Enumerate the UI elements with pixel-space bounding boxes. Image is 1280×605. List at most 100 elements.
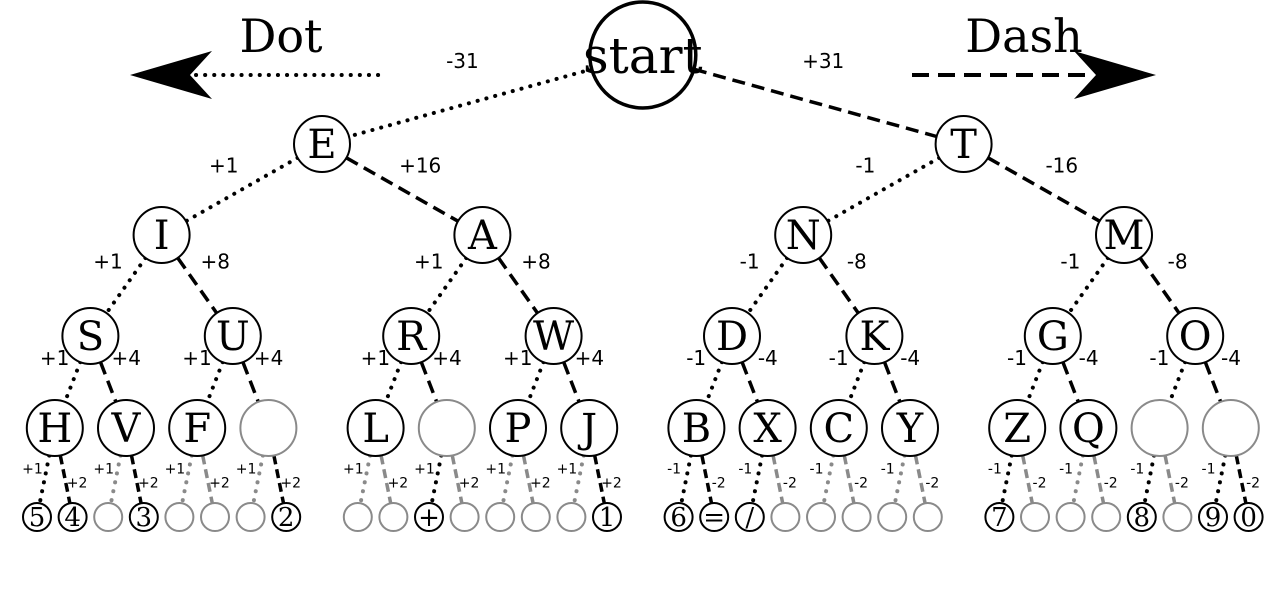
edge-weight-X: -4 bbox=[758, 346, 778, 370]
node-label-c7: 7 bbox=[991, 503, 1008, 533]
left-arrow-icon bbox=[130, 51, 212, 99]
edge-weight-L: +1 bbox=[361, 346, 390, 370]
edge-M-O-dash bbox=[1138, 256, 1181, 315]
node-circle-c0 bbox=[1233, 502, 1264, 532]
edge-T-M-dash bbox=[987, 156, 1101, 223]
node-circle-fdash bbox=[200, 502, 230, 532]
node-R: R bbox=[382, 307, 441, 365]
edge-weight-vdot: +1 bbox=[93, 461, 114, 477]
edge-weight-jdot: +1 bbox=[557, 461, 578, 477]
node-c4: 4 bbox=[57, 502, 88, 533]
right-arrow-icon bbox=[1074, 51, 1156, 99]
edge-B-ceq-dash bbox=[700, 455, 714, 504]
edge-weight-c1: +2 bbox=[601, 475, 622, 491]
node-ldot bbox=[342, 502, 373, 532]
node-E: E bbox=[293, 115, 351, 173]
node-label-T: T bbox=[950, 122, 977, 168]
edge-weight-uedot: +1 bbox=[236, 461, 257, 477]
dot-direction-label: Dot bbox=[239, 9, 323, 63]
edge-weight-H: +1 bbox=[40, 346, 69, 370]
edge-F-fdot-dot bbox=[180, 453, 194, 506]
node-U: U bbox=[203, 307, 262, 365]
node-circle-Q bbox=[1059, 399, 1118, 457]
node-label-S: S bbox=[77, 314, 104, 360]
edge-weight-G: -1 bbox=[1060, 250, 1080, 274]
edge-E-I-dot bbox=[184, 155, 300, 224]
edge-Q-qdot-dot bbox=[1071, 453, 1085, 506]
edge-Oempty1-o1dash-dash bbox=[1163, 455, 1177, 504]
node-K: K bbox=[845, 307, 904, 365]
node-label-root: start bbox=[583, 27, 703, 85]
node-circle-c6 bbox=[663, 502, 694, 532]
node-c1: 1 bbox=[592, 502, 622, 533]
node-label-R: R bbox=[396, 314, 428, 360]
node-A: A bbox=[453, 206, 512, 264]
edge-X-xdash-dash bbox=[771, 455, 785, 504]
edge-weight-xdash: -2 bbox=[783, 475, 797, 491]
edge-weight-c7: -1 bbox=[988, 461, 1002, 477]
node-c2: 2 bbox=[271, 502, 302, 533]
node-B: B bbox=[667, 399, 726, 457]
node-circle-Oempty2 bbox=[1201, 399, 1260, 457]
node-circle-qdot bbox=[1055, 502, 1086, 532]
node-circle-zdash bbox=[1020, 502, 1050, 532]
start-node: start bbox=[583, 0, 703, 110]
node-label-K: K bbox=[859, 314, 890, 360]
node-circle-uedot bbox=[235, 502, 266, 532]
edge-A-R-dot bbox=[425, 255, 469, 316]
node-circle-F bbox=[168, 399, 227, 457]
edge-D-X-dash bbox=[740, 361, 760, 403]
edge-weight-o1dash: -2 bbox=[1175, 475, 1189, 491]
edge-W-P-dot bbox=[526, 360, 546, 404]
edge-weight-S: +1 bbox=[93, 250, 122, 274]
edge-U-Uempty-dash bbox=[241, 361, 260, 403]
edge-weight-pdot: +1 bbox=[485, 461, 506, 477]
node-circle-fdot bbox=[164, 502, 195, 532]
node-circle-R bbox=[382, 307, 441, 365]
edge-P-pdot-dot bbox=[500, 453, 515, 506]
node-Uempty bbox=[239, 399, 298, 457]
edge-weight-ydot: -1 bbox=[881, 461, 895, 477]
node-I: I bbox=[132, 206, 191, 264]
node-fdot bbox=[164, 502, 195, 532]
edge-weight-U: +8 bbox=[200, 250, 229, 274]
node-circle-c9 bbox=[1198, 502, 1228, 532]
node-ceq: = bbox=[699, 502, 730, 533]
legend: Dot Dash bbox=[130, 9, 1156, 99]
node-label-c1: 1 bbox=[599, 503, 616, 533]
node-label-B: B bbox=[682, 406, 711, 452]
node-circle-ldash bbox=[378, 502, 409, 532]
node-c3: 3 bbox=[128, 502, 159, 533]
node-circle-Z bbox=[988, 399, 1047, 457]
edge-G-Q-dash bbox=[1061, 361, 1080, 403]
node-label-I: I bbox=[154, 213, 170, 259]
edge-R-Rempty-dash bbox=[419, 361, 439, 403]
node-pdash bbox=[520, 502, 551, 532]
edge-weight-I: +1 bbox=[209, 154, 238, 178]
edge-G-Z-dot bbox=[1025, 360, 1045, 404]
edge-weight-c6: -1 bbox=[667, 461, 681, 477]
edge-E-A-dash bbox=[345, 156, 459, 223]
edge-root-E-dot bbox=[347, 67, 594, 139]
node-fdash bbox=[200, 502, 230, 532]
edge-weight-N: -1 bbox=[855, 154, 875, 178]
edge-weight-c0: -2 bbox=[1246, 475, 1260, 491]
edge-L-ldash-dash bbox=[379, 455, 393, 504]
edge-weight-Oempty1: -1 bbox=[1149, 346, 1169, 370]
edge-H-c5-dot bbox=[37, 453, 52, 506]
node-circle-V bbox=[97, 399, 155, 457]
node-circle-Y bbox=[881, 399, 939, 457]
edge-weight-C: -1 bbox=[829, 346, 849, 370]
edge-weight-c3: +2 bbox=[138, 475, 159, 491]
node-label-N: N bbox=[786, 213, 821, 259]
node-circle-cplus bbox=[414, 502, 444, 532]
node-vdot bbox=[93, 502, 124, 532]
edge-B-c6-dot bbox=[679, 453, 693, 506]
edge-weights: -31+1+1+1+1+2+4+1+2+8+1+1+2+4+1+2+16+1+1… bbox=[22, 49, 1260, 492]
node-S: S bbox=[61, 307, 120, 365]
node-M: M bbox=[1095, 206, 1153, 264]
node-circle-c5 bbox=[22, 502, 52, 532]
node-circle-K bbox=[845, 307, 904, 365]
node-circle-J bbox=[560, 399, 619, 457]
edge-weight-ldash: +2 bbox=[388, 475, 409, 491]
